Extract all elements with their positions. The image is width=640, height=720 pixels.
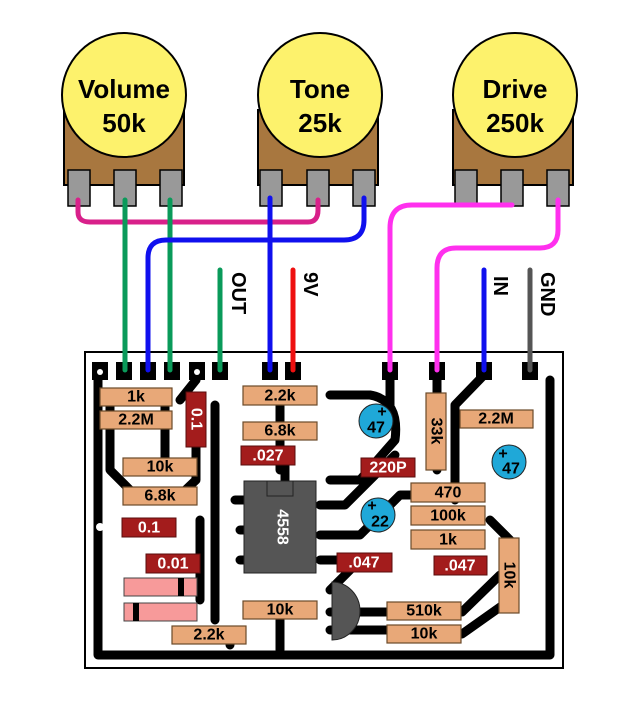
ic-notch bbox=[266, 480, 294, 497]
resistor-1k-b[interactable]: 1k bbox=[410, 529, 486, 550]
pot-value: 25k bbox=[298, 108, 342, 138]
resistor-10k-a[interactable]: 10k bbox=[122, 457, 198, 477]
electrolytic-47-b[interactable]: +47 bbox=[491, 444, 527, 480]
pot-knob bbox=[452, 32, 578, 158]
plus-sign: + bbox=[367, 498, 376, 515]
pot-drive[interactable]: Drive 250k bbox=[452, 32, 578, 207]
wire-tone-3 bbox=[145, 195, 367, 373]
value-label: 10k bbox=[267, 602, 294, 619]
pot-legs bbox=[259, 169, 376, 207]
resistor-510k[interactable]: 510k bbox=[386, 601, 462, 621]
resistor-2-2m-b[interactable]: 2.2M bbox=[459, 409, 534, 429]
resistor-10k-b[interactable]: 10k bbox=[242, 600, 318, 620]
pot-value: 250k bbox=[486, 108, 544, 138]
resistor-470[interactable]: 470 bbox=[410, 482, 486, 503]
value-label: 22 bbox=[371, 514, 389, 531]
label-in: IN bbox=[489, 276, 511, 296]
value-label: 220P bbox=[369, 460, 407, 477]
value-label: 47 bbox=[502, 461, 520, 478]
value-label: 2.2M bbox=[478, 411, 514, 428]
label-out: OUT bbox=[227, 272, 249, 314]
plus-sign: + bbox=[377, 404, 386, 421]
ic-4558[interactable]: 4558 bbox=[243, 480, 317, 574]
value-label: 510k bbox=[406, 603, 442, 620]
value-label: 100k bbox=[430, 508, 466, 525]
pot-knob bbox=[257, 32, 383, 158]
value-label: .047 bbox=[444, 558, 475, 575]
capacitor-027[interactable]: .027 bbox=[240, 445, 296, 466]
plus-sign: + bbox=[498, 446, 507, 463]
electrolytic-22[interactable]: +22 bbox=[360, 497, 396, 533]
label-gnd: GND bbox=[536, 272, 558, 316]
value-label: 470 bbox=[435, 485, 462, 502]
resistor-2-2m-a[interactable]: 2.2M bbox=[99, 410, 173, 430]
value-label: 33k bbox=[428, 418, 445, 445]
value-label: 1k bbox=[127, 389, 145, 406]
value-label: 6.8k bbox=[144, 488, 175, 505]
value-label: 0.01 bbox=[157, 556, 188, 573]
diode-1[interactable] bbox=[123, 577, 198, 597]
capacitor-0-1-vertical[interactable]: 0.1 bbox=[185, 391, 207, 448]
value-label: 2.2M bbox=[118, 412, 154, 429]
resistor-100k[interactable]: 100k bbox=[410, 505, 486, 526]
resistor-10k-c[interactable]: 10k bbox=[386, 624, 462, 644]
value-label: 1k bbox=[439, 532, 457, 549]
wire-volume-tone bbox=[75, 197, 321, 225]
value-label: 2.2k bbox=[193, 627, 224, 644]
resistor-1k-a[interactable]: 1k bbox=[99, 387, 173, 407]
value-label: 10k bbox=[147, 459, 174, 476]
capacitor-220p[interactable]: 220P bbox=[360, 457, 416, 478]
electrolytic-47-a[interactable]: +47 bbox=[358, 403, 394, 439]
pot-legs bbox=[454, 169, 570, 207]
pot-name: Volume bbox=[78, 74, 170, 104]
wire-drive-3 bbox=[434, 197, 561, 373]
capacitor-0-01[interactable]: 0.01 bbox=[145, 553, 201, 574]
wire-drive-2 bbox=[387, 202, 515, 373]
diode-2[interactable] bbox=[123, 602, 198, 622]
capacitor-0-1[interactable]: 0.1 bbox=[121, 517, 177, 538]
pot-tone[interactable]: Tone 25k bbox=[257, 32, 383, 207]
pot-knob bbox=[61, 32, 187, 158]
value-label: 0.1 bbox=[188, 408, 205, 430]
value-label: 10k bbox=[411, 626, 438, 643]
value-label: 6.8k bbox=[264, 423, 295, 440]
wires bbox=[75, 195, 561, 373]
value-label: .027 bbox=[252, 448, 283, 465]
pot-value: 50k bbox=[102, 108, 146, 138]
value-label: 4558 bbox=[274, 509, 291, 545]
pot-name: Tone bbox=[290, 74, 350, 104]
value-label: 47 bbox=[367, 420, 385, 437]
label-9v: 9V bbox=[299, 272, 321, 297]
value-label: 0.1 bbox=[138, 520, 160, 537]
resistor-33k[interactable]: 33k bbox=[425, 392, 447, 471]
capacitor-047-b[interactable]: .047 bbox=[433, 555, 488, 576]
value-label: 10k bbox=[501, 562, 518, 589]
value-label: 2.2k bbox=[264, 388, 295, 405]
resistor-2-2k-b[interactable]: 2.2k bbox=[242, 385, 318, 406]
capacitor-047-a[interactable]: .047 bbox=[336, 552, 393, 573]
pot-volume[interactable]: Volume 50k bbox=[61, 32, 187, 207]
resistor-10k-vertical[interactable]: 10k bbox=[498, 537, 520, 614]
resistor-6-8k-a[interactable]: 6.8k bbox=[122, 486, 198, 506]
transistor[interactable] bbox=[331, 581, 361, 641]
value-label: .047 bbox=[348, 555, 379, 572]
pot-name: Drive bbox=[482, 74, 547, 104]
resistor-2-2k-a[interactable]: 2.2k bbox=[171, 625, 247, 645]
resistor-6-8k-b[interactable]: 6.8k bbox=[242, 421, 318, 441]
